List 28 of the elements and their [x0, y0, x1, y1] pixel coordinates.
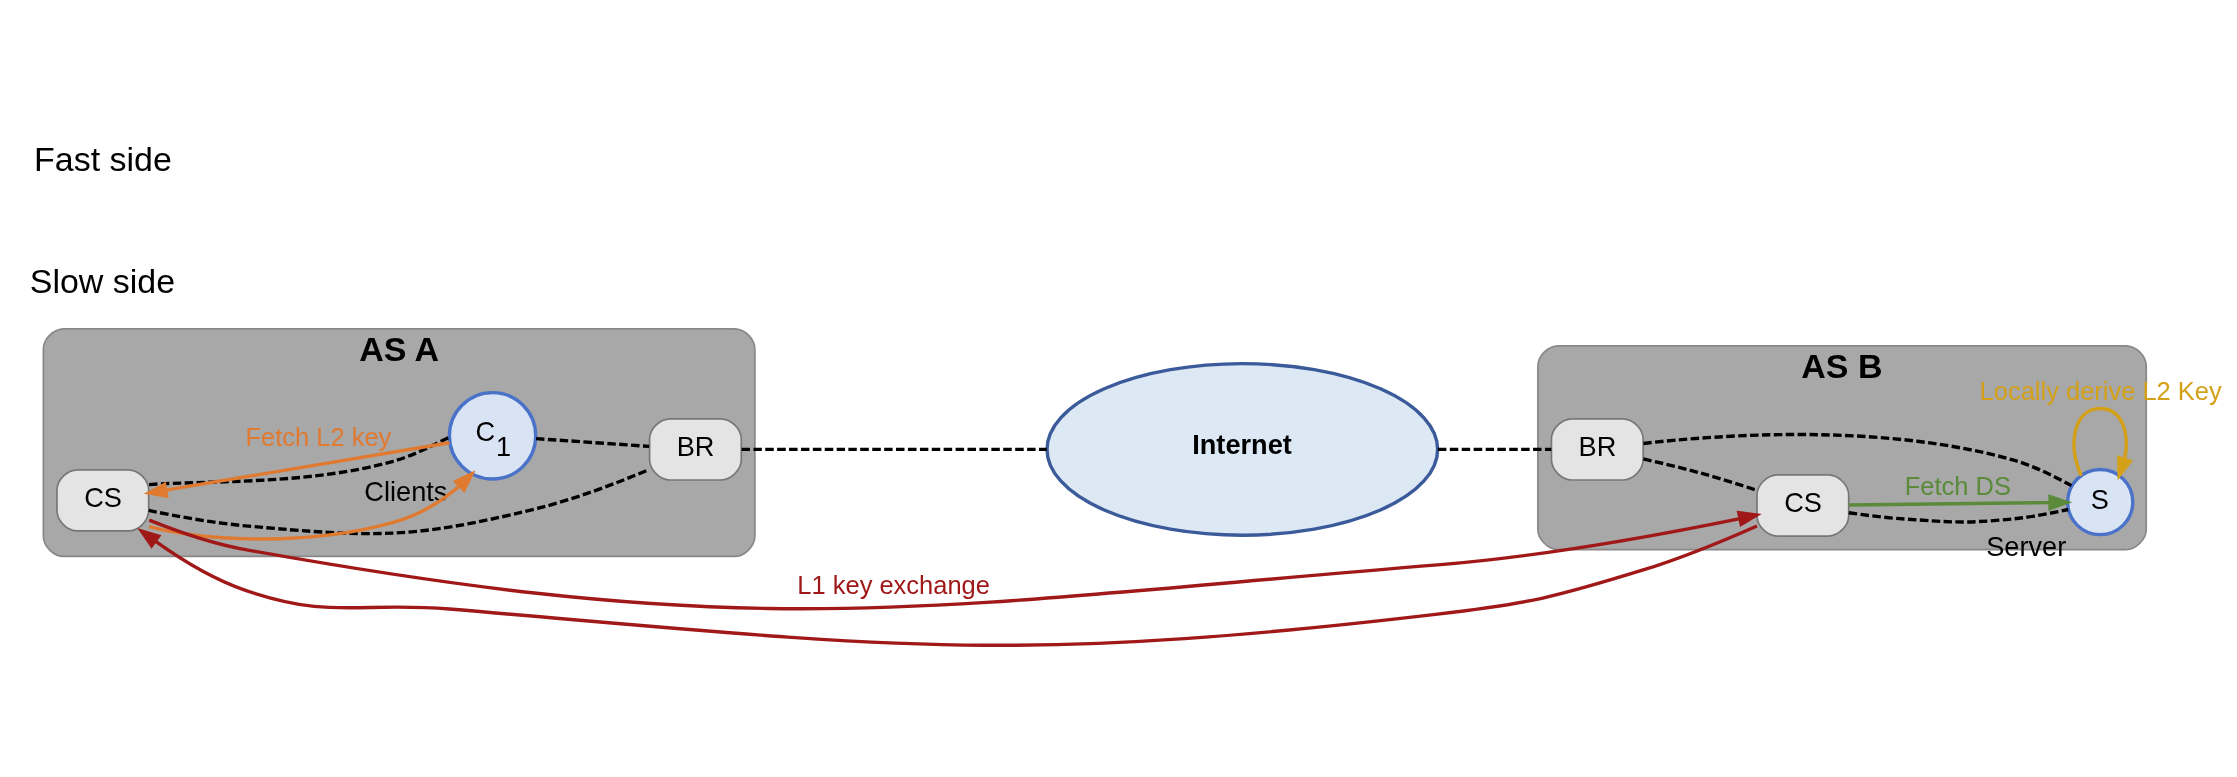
- node-ellipse: Internet: [1045, 361, 1440, 537]
- connector: [1437, 447, 1552, 451]
- connector: [535, 436, 650, 448]
- connector: [1643, 432, 2073, 487]
- edge-label: Locally derive L2 Key: [1979, 376, 2222, 405]
- label: Fast side: [34, 139, 172, 178]
- arrow: [137, 523, 1758, 647]
- edge-label: Fetch DS: [1904, 471, 2011, 500]
- connector: [741, 447, 1047, 451]
- node-box: BR: [648, 417, 743, 481]
- edge-label: L1 key exchange: [797, 570, 990, 599]
- connector: [148, 435, 450, 486]
- label: Slow side: [29, 261, 176, 300]
- connector: [148, 467, 650, 535]
- arrow: [148, 469, 476, 541]
- edge-label: Fetch L2 key: [245, 422, 392, 451]
- arrow: [148, 510, 1762, 610]
- connector: [1643, 456, 1758, 492]
- node-box: BR: [1550, 417, 1644, 481]
- arrow: [2072, 406, 2133, 481]
- node-label: Clients: [364, 475, 448, 507]
- node-box: CS: [56, 468, 150, 532]
- arrow: [143, 440, 450, 498]
- connector: [1848, 507, 2069, 524]
- node-box: CS: [1756, 473, 1850, 537]
- arrow: [1849, 493, 2073, 511]
- node-label: Server: [1986, 530, 2067, 562]
- node-circle: S: [2065, 467, 2135, 536]
